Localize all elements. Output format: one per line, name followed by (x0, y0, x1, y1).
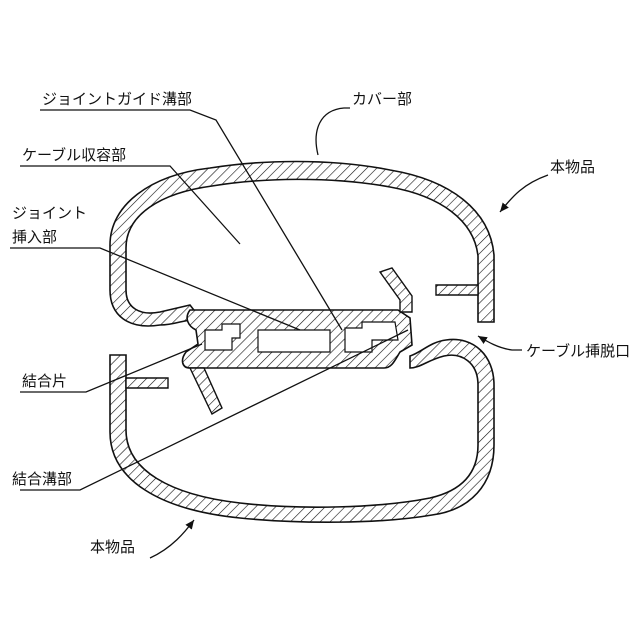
label-coupling-groove: 結合溝部 (12, 470, 72, 488)
coupling-tab (190, 368, 222, 414)
label-cover: カバー部 (352, 90, 412, 108)
label-coupling-piece: 結合片 (22, 372, 67, 390)
label-main-body-top: 本物品 (550, 158, 595, 176)
lower-left-flange (126, 378, 168, 388)
upper-right-flange (436, 285, 478, 295)
leader-cable-port (478, 336, 522, 350)
leader-main-body-top (500, 175, 548, 212)
leader-main-body-bottom (150, 520, 194, 558)
joint-slot-center (258, 330, 330, 352)
label-joint-guide-groove: ジョイントガイド溝部 (42, 90, 192, 108)
label-joint-insert-line2: 挿入部 (12, 228, 57, 246)
label-cable-storage: ケーブル収容部 (22, 146, 126, 164)
cover-rib (380, 268, 412, 312)
upper-shell (110, 162, 494, 326)
leader-cover (316, 108, 350, 155)
label-cable-port: ケーブル挿脱口 (526, 342, 630, 360)
label-joint-insert-line1: ジョイント (12, 204, 87, 222)
label-main-body-bottom: 本物品 (90, 538, 135, 556)
